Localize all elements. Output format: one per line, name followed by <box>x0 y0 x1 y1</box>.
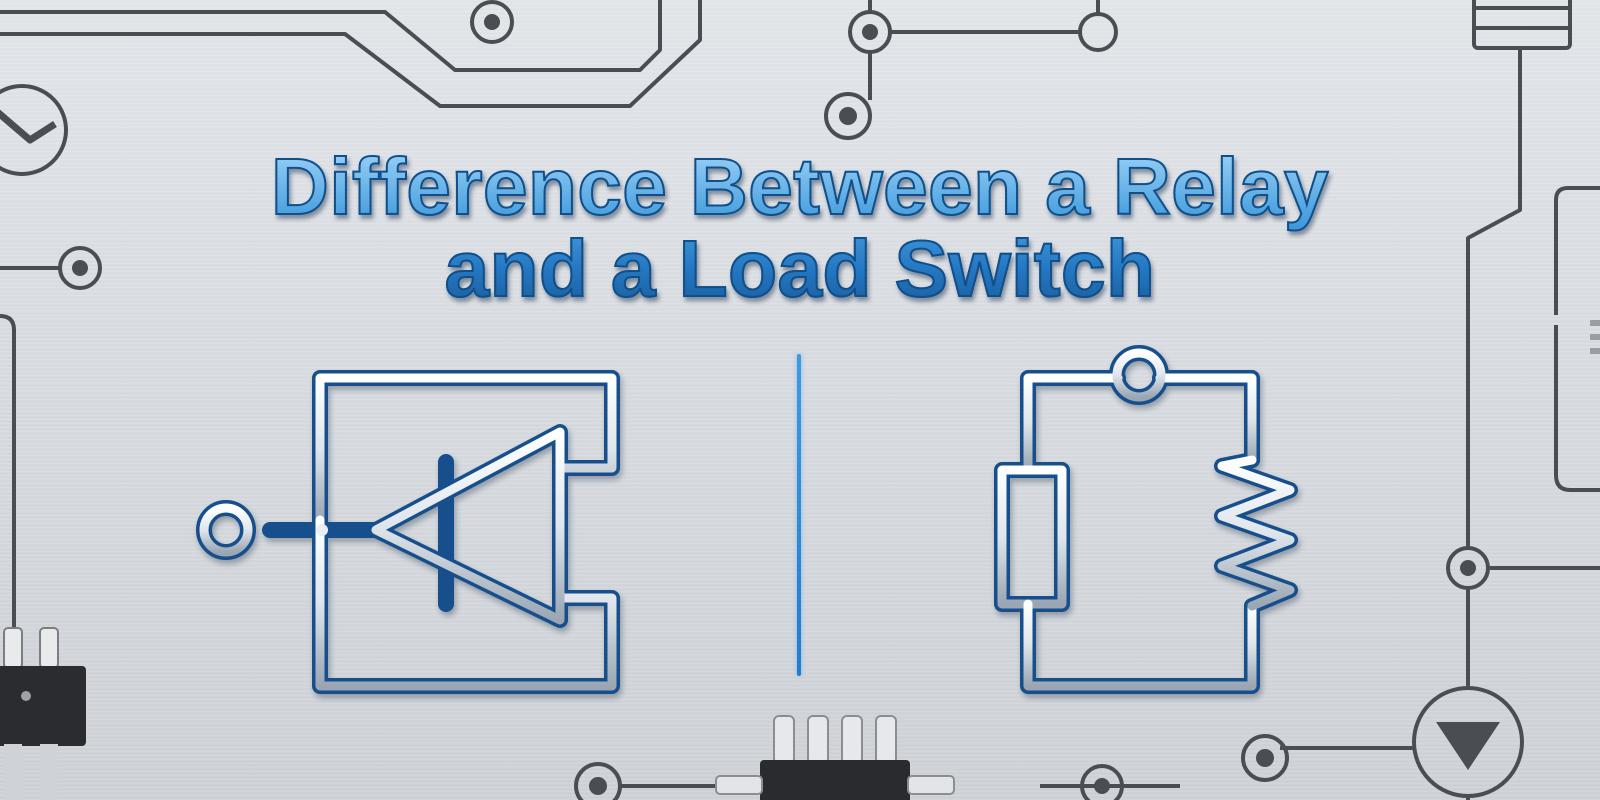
trace-top-left-1 <box>0 0 662 72</box>
trace-top-left-2 <box>0 0 702 108</box>
load-switch-symbol-icon <box>994 345 1298 694</box>
page-title: Difference Between a Relay and a Load Sw… <box>0 142 1600 313</box>
pad-icon <box>470 0 514 44</box>
title-line-2: and a Load Switch <box>444 224 1156 313</box>
ic-chip-bottom <box>715 715 955 800</box>
center-divider <box>797 354 801 676</box>
pump-triangle-icon <box>1436 722 1500 770</box>
ic-chip-left <box>0 627 86 800</box>
title-line-1: Difference Between a Relay <box>270 142 1329 231</box>
ac-source-icon <box>0 84 68 176</box>
relay-symbol-icon <box>196 370 620 694</box>
